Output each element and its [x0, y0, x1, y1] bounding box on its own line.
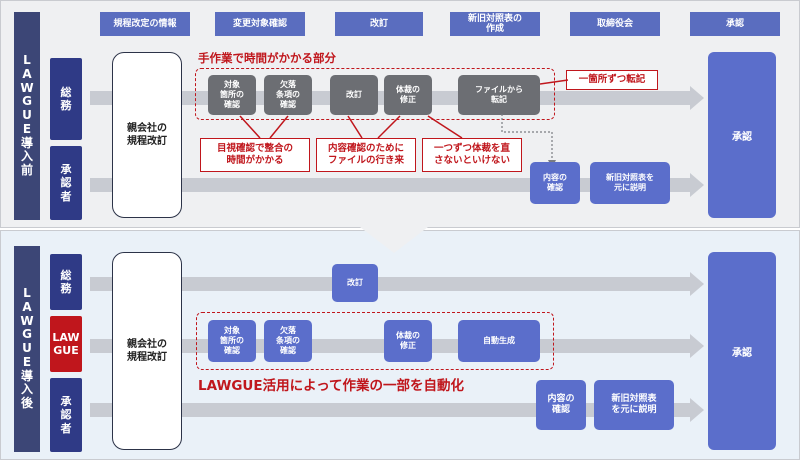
approve-box-before: 承認 — [708, 52, 776, 218]
task-target-check: 対象 箇所の 確認 — [208, 75, 256, 115]
arrow-soumu-after — [90, 277, 690, 291]
callout-per-item: 一箇所ずつ転記 — [566, 70, 658, 90]
lane-shoninsha-after: 承認者 — [50, 378, 82, 452]
callout-file-shuffle: 内容確認のために ファイルの行き来 — [316, 138, 416, 172]
phase-header-approve: 承認 — [690, 12, 780, 36]
lane-shoninsha-before: 承認者 — [50, 146, 82, 220]
callout-fix-format: 一つずつ体裁を直 さないといけない — [422, 138, 522, 172]
lane-soumu-before: 総務 — [50, 58, 82, 140]
arrow-head — [690, 272, 704, 296]
arrow-head — [690, 173, 704, 197]
task-auto-generate: 自動生成 — [458, 320, 540, 362]
phase-header-revise: 改訂 — [335, 12, 423, 36]
phase-header-table: 新旧対照表の 作成 — [450, 12, 540, 36]
arrow-head — [690, 398, 704, 422]
phase-header-info: 規程改定の情報 — [100, 12, 190, 36]
task-format-fix: 体裁の 修正 — [384, 75, 432, 115]
arrow-head — [690, 86, 704, 110]
phase-header-check: 変更対象確認 — [215, 12, 305, 36]
task-content-check-before: 内容の 確認 — [530, 162, 580, 204]
callout-pointer — [540, 79, 569, 85]
task-content-check-after: 内容の 確認 — [536, 380, 586, 430]
phase-header-board: 取締役会 — [570, 12, 660, 36]
automated-region — [196, 312, 554, 370]
task-format-fix-after: 体裁の 修正 — [384, 320, 432, 362]
task-explain-after: 新旧対照表 を元に説明 — [594, 380, 674, 430]
manual-work-label: 手作業で時間がかかる部分 — [198, 51, 336, 65]
callout-visual-check: 目視確認で整合の 時間がかかる — [200, 138, 310, 172]
callout-pointers — [239, 115, 463, 139]
automation-banner: LAWGUE活用によって作業の一部を自動化 — [198, 378, 465, 394]
approve-box-after: 承認 — [708, 252, 776, 450]
task-revise-after: 改訂 — [332, 264, 378, 302]
arrow-head — [690, 334, 704, 358]
parent-company-revision-box: 親会社の 規程改訂 — [112, 52, 182, 218]
manual-work-region — [195, 68, 555, 120]
task-revise: 改訂 — [330, 75, 378, 115]
panel-notch — [360, 227, 428, 253]
task-missing-check: 欠落 条項の 確認 — [264, 75, 312, 115]
task-explain-before: 新旧対照表を 元に説明 — [590, 162, 670, 204]
task-file-transfer: ファイルから 転記 — [458, 75, 540, 115]
task-target-check-after: 対象 箇所の 確認 — [208, 320, 256, 362]
task-missing-check-after: 欠落 条項の 確認 — [264, 320, 312, 362]
lane-soumu-after: 総務 — [50, 254, 82, 310]
parent-company-revision-box-after: 親会社の 規程改訂 — [112, 252, 182, 450]
